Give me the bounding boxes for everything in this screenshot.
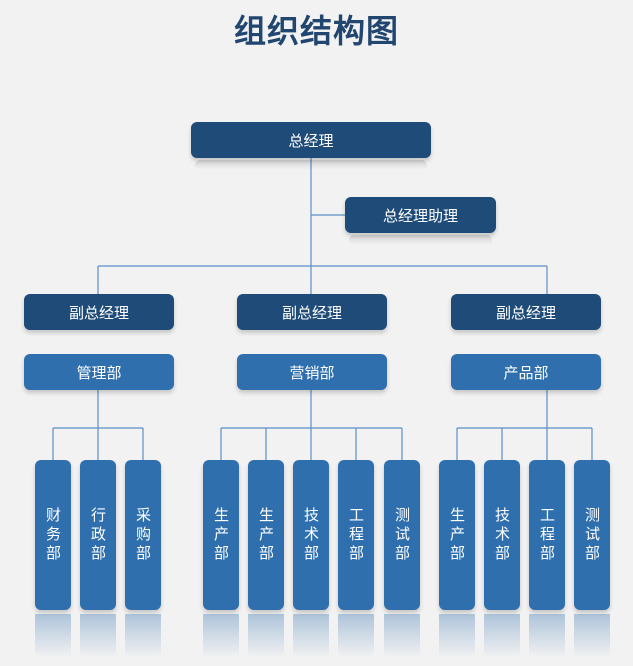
unit-node: 测试部 xyxy=(574,460,610,610)
dept-node-2: 营销部 xyxy=(237,354,387,390)
unit-reflection xyxy=(293,614,329,658)
unit-node: 生产部 xyxy=(439,460,475,610)
dept-node-1: 管理部 xyxy=(24,354,174,390)
unit-node: 生产部 xyxy=(203,460,239,610)
unit-reflection xyxy=(80,614,116,658)
unit-reflection xyxy=(35,614,71,658)
unit-node: 技术部 xyxy=(484,460,520,610)
vp-node-1: 副总经理 xyxy=(24,294,174,330)
unit-reflection xyxy=(384,614,420,658)
unit-node: 行政部 xyxy=(80,460,116,610)
unit-reflection xyxy=(125,614,161,658)
unit-node: 测试部 xyxy=(384,460,420,610)
unit-reflection xyxy=(484,614,520,658)
unit-reflection xyxy=(338,614,374,658)
ceo-shadow xyxy=(195,160,427,170)
vp-node-2: 副总经理 xyxy=(237,294,387,330)
unit-reflection xyxy=(248,614,284,658)
dept-node-3: 产品部 xyxy=(451,354,601,390)
unit-node: 工程部 xyxy=(529,460,565,610)
ceo-node: 总经理 xyxy=(191,122,431,158)
chart-title: 组织结构图 xyxy=(233,12,399,50)
unit-node: 技术部 xyxy=(293,460,329,610)
unit-node: 采购部 xyxy=(125,460,161,610)
unit-reflection xyxy=(439,614,475,658)
assistant-shadow xyxy=(349,235,492,245)
unit-reflection xyxy=(203,614,239,658)
unit-node: 工程部 xyxy=(338,460,374,610)
unit-reflection xyxy=(529,614,565,658)
unit-node: 财务部 xyxy=(35,460,71,610)
assistant-node: 总经理助理 xyxy=(345,197,496,233)
unit-node: 生产部 xyxy=(248,460,284,610)
unit-reflection xyxy=(574,614,610,658)
vp-node-3: 副总经理 xyxy=(451,294,601,330)
